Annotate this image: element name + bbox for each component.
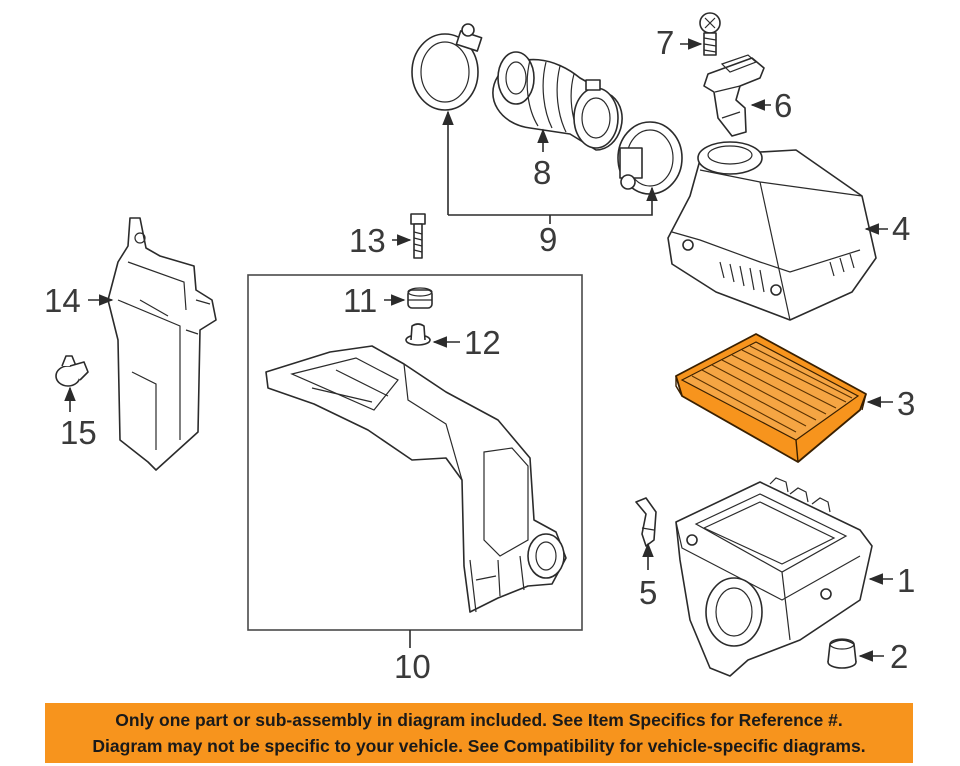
callout-11: 11	[343, 282, 377, 319]
part-3-air-filter-element[interactable]	[675, 333, 867, 463]
parts-exploded-diagram: 7 6 9 8	[44, 12, 915, 685]
callout-9: 9	[539, 221, 557, 258]
part-11-cushion[interactable]	[407, 287, 433, 309]
part-1-air-cleaner-case[interactable]	[675, 477, 873, 677]
callout-5: 5	[639, 574, 657, 611]
callout-3: 3	[897, 385, 915, 422]
callout-2: 2	[890, 638, 908, 675]
callout-8: 8	[533, 154, 551, 191]
disclaimer-line-2: Diagram may not be specific to your vehi…	[92, 736, 866, 756]
part-14-bracket[interactable]	[107, 217, 217, 471]
leader-9-right	[448, 186, 658, 216]
part-10-resonator-duct[interactable]	[265, 345, 567, 613]
part-15-push-clip[interactable]	[55, 355, 89, 387]
part-5-clip[interactable]	[635, 497, 657, 547]
part-8-intake-hose[interactable]	[492, 51, 623, 151]
callout-15: 15	[60, 414, 97, 451]
callout-10: 10	[394, 648, 431, 685]
callout-12: 12	[464, 324, 501, 361]
part-4-air-cleaner-cover[interactable]	[667, 141, 877, 321]
part-13-bolt[interactable]	[410, 213, 426, 259]
callout-4: 4	[892, 210, 910, 247]
part-12-grommet[interactable]	[405, 323, 431, 346]
part-7-screw[interactable]	[699, 12, 721, 56]
callout-6: 6	[774, 87, 792, 124]
callout-13: 13	[349, 222, 386, 259]
disclaimer-line-1: Only one part or sub-assembly in diagram…	[115, 710, 843, 730]
part-6-mass-airflow-sensor[interactable]	[703, 54, 765, 137]
part-9-hose-clamp-right[interactable]	[617, 121, 683, 195]
callout-14: 14	[44, 282, 81, 319]
part-10-group-box	[247, 274, 583, 631]
callout-7: 7	[656, 24, 674, 61]
callout-1: 1	[897, 562, 915, 599]
part-2-grommet[interactable]	[827, 638, 857, 669]
disclaimer-banner: Only one part or sub-assembly in diagram…	[45, 703, 913, 763]
part-9-hose-clamp-left[interactable]	[411, 23, 483, 111]
